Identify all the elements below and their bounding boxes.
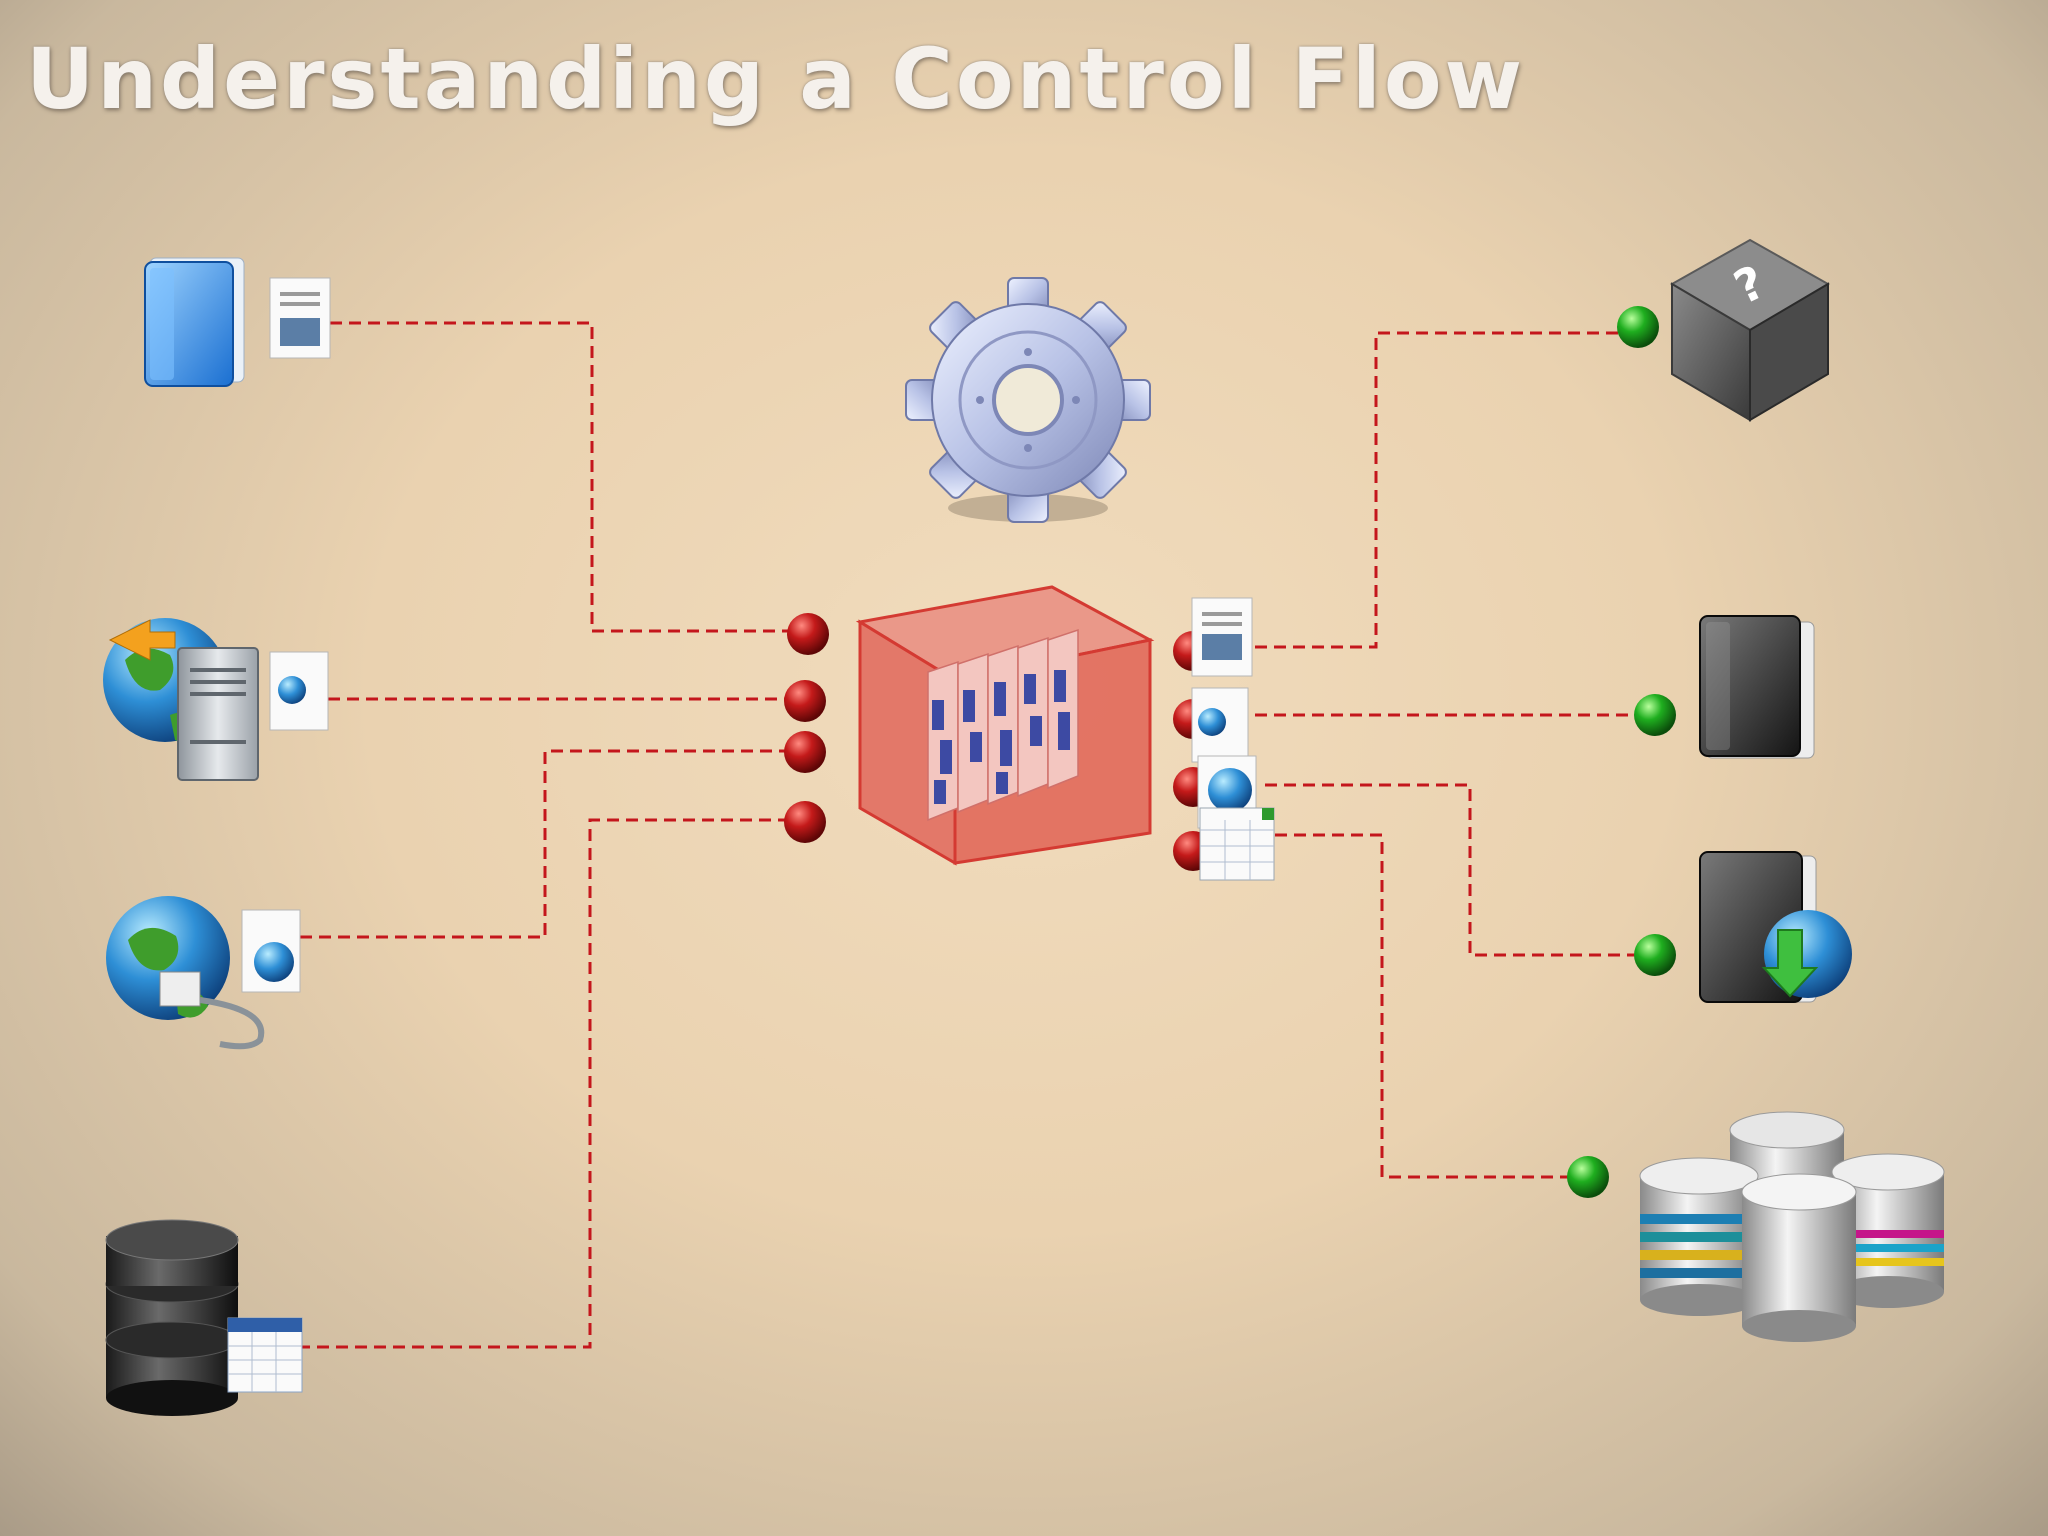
document-icon	[269, 277, 331, 359]
unknown-box-icon[interactable]: ?	[1669, 238, 1831, 422]
web-document-icon	[269, 651, 329, 731]
connector-source-4	[298, 818, 790, 1349]
connector-dest-1	[1255, 331, 1625, 649]
connector-source-3	[300, 749, 790, 939]
gear-icon	[905, 277, 1151, 523]
output-port-3[interactable]	[1634, 934, 1676, 976]
globe-server-icon[interactable]	[103, 618, 259, 781]
slide-title: Understanding a Control Flow	[26, 30, 1526, 128]
input-port-4[interactable]	[784, 801, 826, 843]
input-port-1[interactable]	[787, 613, 829, 655]
database-cluster-icon[interactable]	[1639, 1111, 1945, 1342]
output-web-document-icon	[1191, 687, 1249, 763]
connectors	[298, 321, 1640, 1349]
output-port-2[interactable]	[1634, 694, 1676, 736]
table-icon	[227, 1317, 303, 1393]
blue-folder-icon[interactable]	[144, 257, 245, 387]
input-port-3[interactable]	[784, 731, 826, 773]
output-port-4[interactable]	[1567, 1156, 1609, 1198]
connector-dest-3	[1265, 783, 1640, 957]
output-ports	[1567, 306, 1676, 1198]
output-document-icon	[1191, 597, 1253, 677]
red-cube-icon[interactable]	[855, 585, 1155, 866]
database-icon[interactable]	[105, 1219, 239, 1416]
folder-globe-icon[interactable]	[1699, 851, 1852, 1003]
web-document-icon	[241, 909, 301, 993]
output-table-icon	[1199, 807, 1275, 881]
connector-dest-4	[1275, 833, 1568, 1179]
output-port-1[interactable]	[1617, 306, 1659, 348]
globe-network-icon[interactable]	[106, 896, 265, 1050]
connector-source-1	[330, 321, 790, 633]
input-port-2[interactable]	[784, 680, 826, 722]
input-ports	[784, 613, 829, 843]
black-folder-icon[interactable]	[1699, 615, 1815, 759]
